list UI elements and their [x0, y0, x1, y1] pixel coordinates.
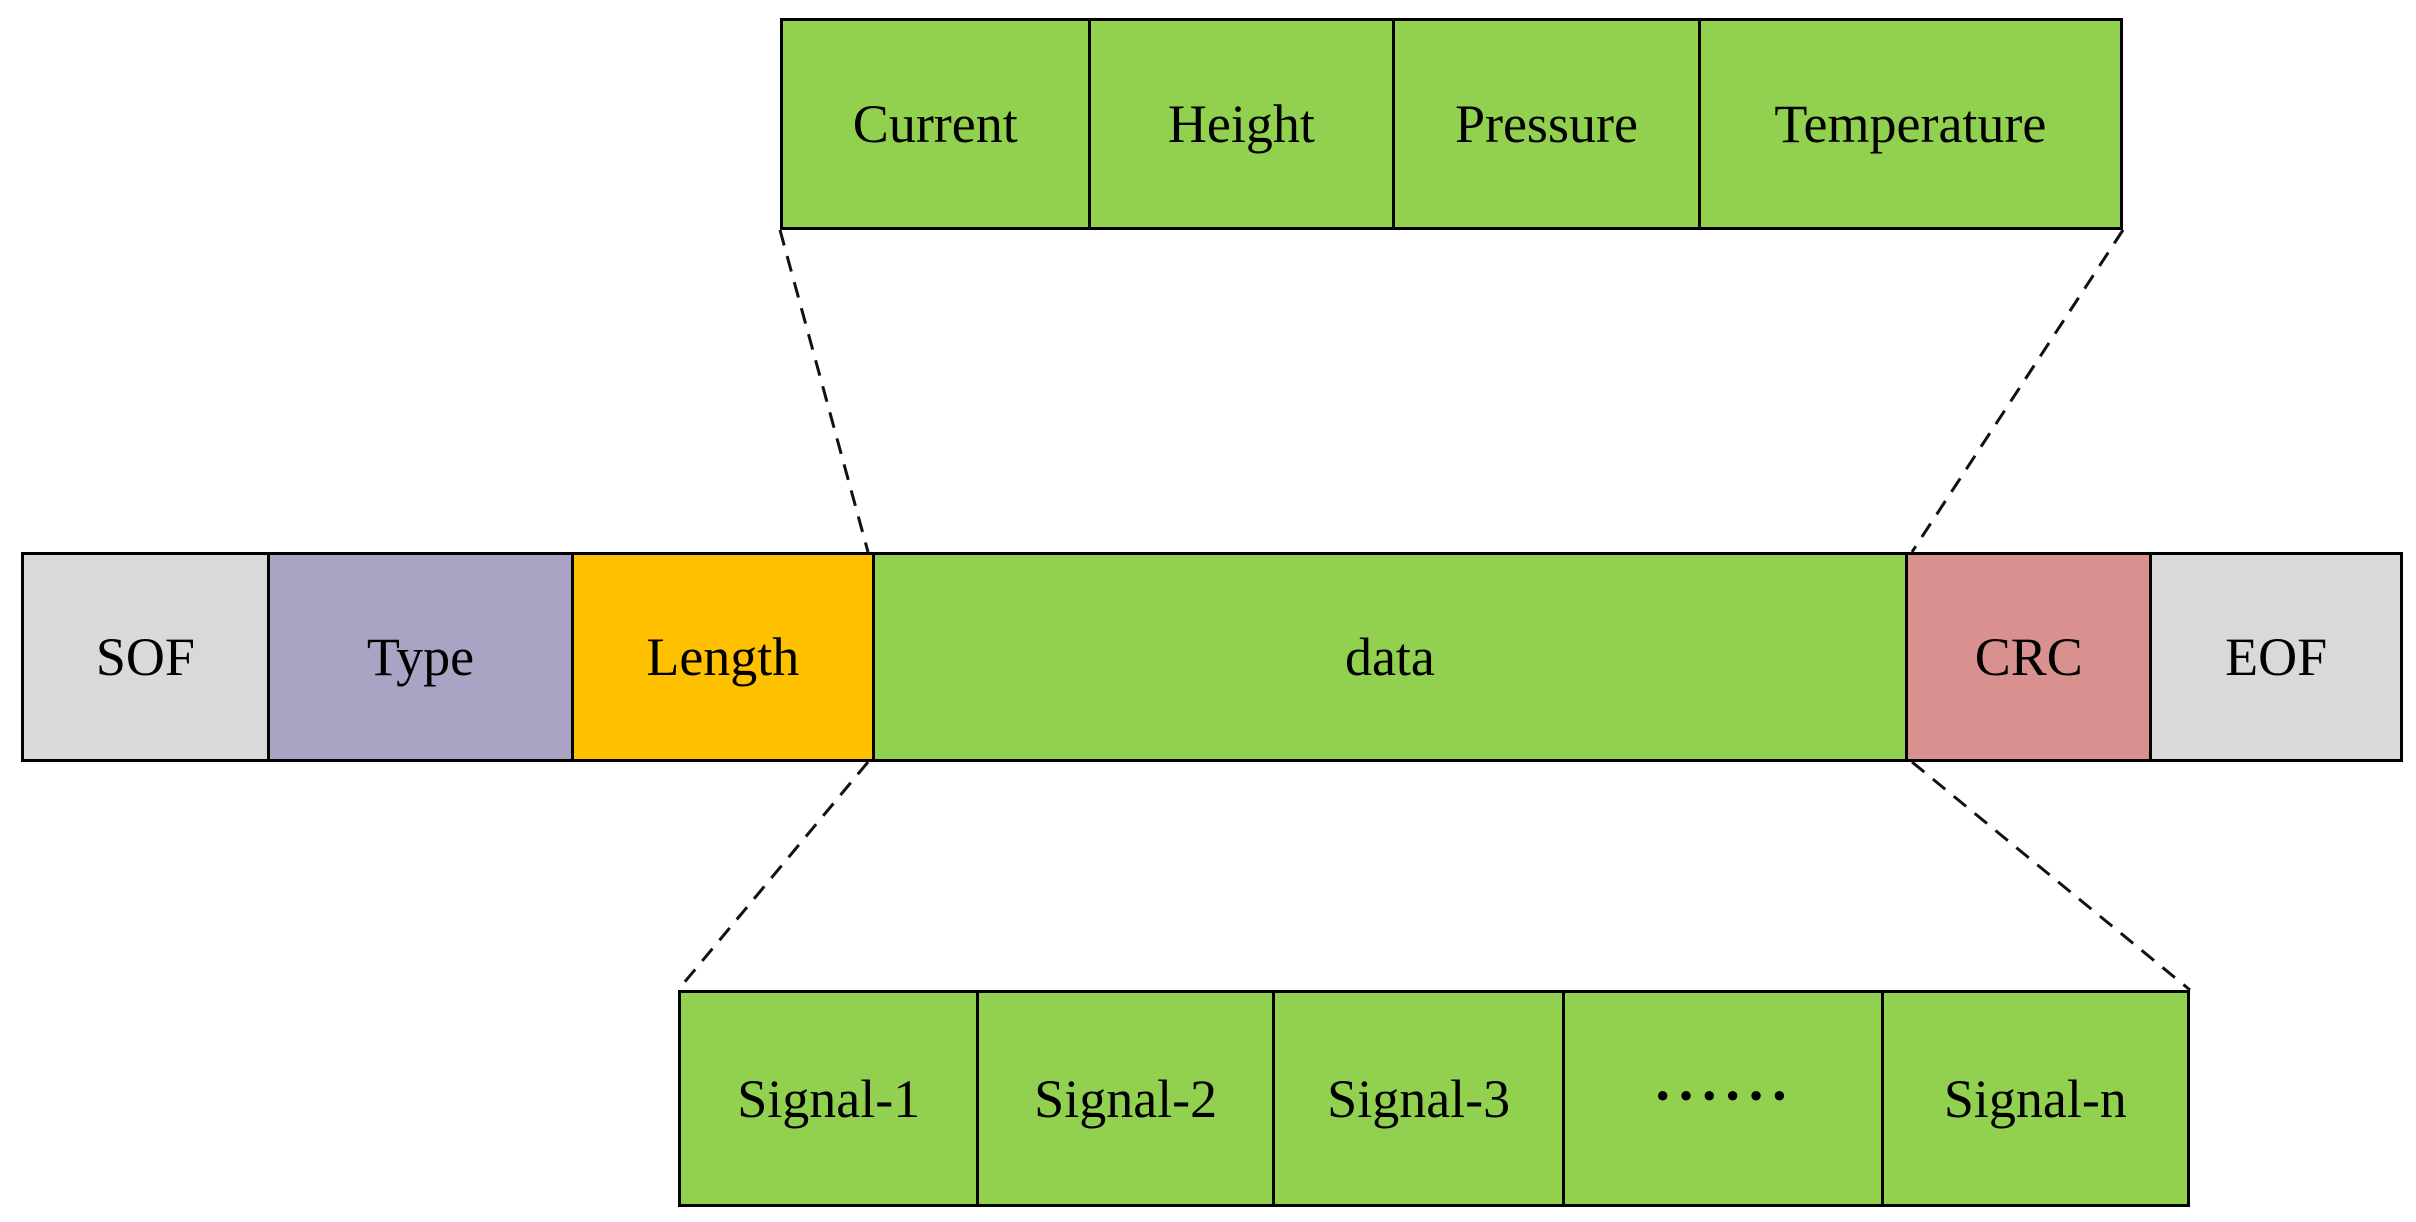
frame-field-data: data [874, 555, 1909, 759]
data-cell-pressure: Pressure [1395, 21, 1701, 227]
dashed-connector-bottom-left-icon [676, 761, 870, 991]
frame-field-type: Type [269, 555, 575, 759]
signal-cell-3: Signal-3 [1274, 993, 1566, 1204]
dashed-connector-top-right-icon [1910, 229, 2125, 553]
frame-field-length: Length [574, 555, 875, 759]
signal-cell-ellipsis: ······ [1565, 993, 1884, 1204]
frame-field-crc: CRC [1908, 555, 2153, 759]
data-cell-height: Height [1090, 21, 1396, 227]
frame-field-eof: EOF [2152, 555, 2400, 759]
dashed-connector-bottom-right-icon [1911, 760, 2191, 992]
signal-cell-1: Signal-1 [681, 993, 980, 1204]
data-expansion-bottom-row: Signal-1 Signal-2 Signal-3 ······ Signal… [678, 990, 2190, 1207]
signal-cell-n: Signal-n [1883, 993, 2187, 1204]
data-cell-temperature: Temperature [1700, 21, 2120, 227]
data-expansion-top-row: Current Height Pressure Temperature [780, 18, 2123, 230]
data-cell-current: Current [783, 21, 1091, 227]
signal-cell-2: Signal-2 [979, 993, 1275, 1204]
frame-bar-row: SOF Type Length data CRC EOF [21, 552, 2403, 762]
frame-field-sof: SOF [24, 555, 270, 759]
dashed-connector-top-left-icon [778, 229, 870, 553]
